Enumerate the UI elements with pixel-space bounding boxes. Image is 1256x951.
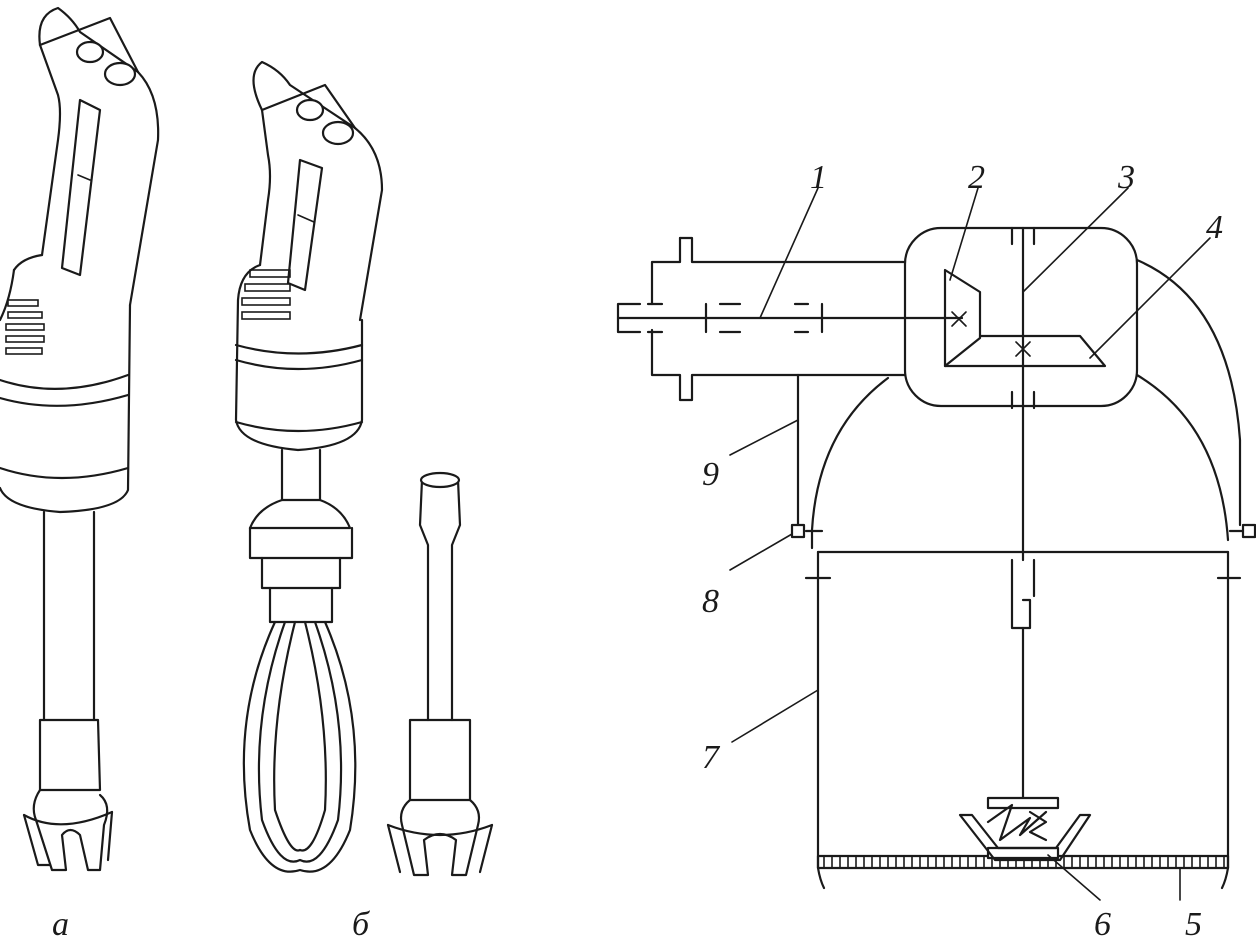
button-icon [321, 120, 355, 146]
caption-b: б [352, 906, 371, 943]
whisk-icon [242, 620, 357, 873]
vent-slots-icon [5, 299, 45, 355]
callout-4: 4 [1206, 209, 1223, 246]
callout-3: 3 [1117, 159, 1135, 196]
coupling [1010, 558, 1036, 630]
leader-lines [729, 187, 1211, 901]
gearbox-housing [903, 226, 1139, 408]
callout-7: 7 [702, 739, 721, 776]
bevel-gear-4 [943, 334, 1107, 368]
callout-5: 5 [1185, 906, 1202, 943]
hand-blender-a [0, 6, 160, 872]
stirrer [958, 796, 1092, 862]
callout-9: 9 [702, 456, 719, 493]
caption-a: а [52, 906, 69, 943]
button-icon [103, 61, 137, 87]
callout-1: 1 [810, 159, 827, 196]
button-icon [75, 40, 105, 64]
clamp-left [790, 523, 806, 539]
kinematic-scheme [616, 187, 1256, 901]
callout-6: 6 [1094, 906, 1111, 943]
callout-8: 8 [702, 583, 719, 620]
button-icon [295, 98, 325, 122]
bevel-gear-2 [943, 268, 982, 368]
vent-slots-icon [241, 269, 291, 320]
hand-mixer-b [234, 60, 494, 877]
clamp-right [1241, 523, 1256, 539]
callout-2: 2 [968, 159, 985, 196]
